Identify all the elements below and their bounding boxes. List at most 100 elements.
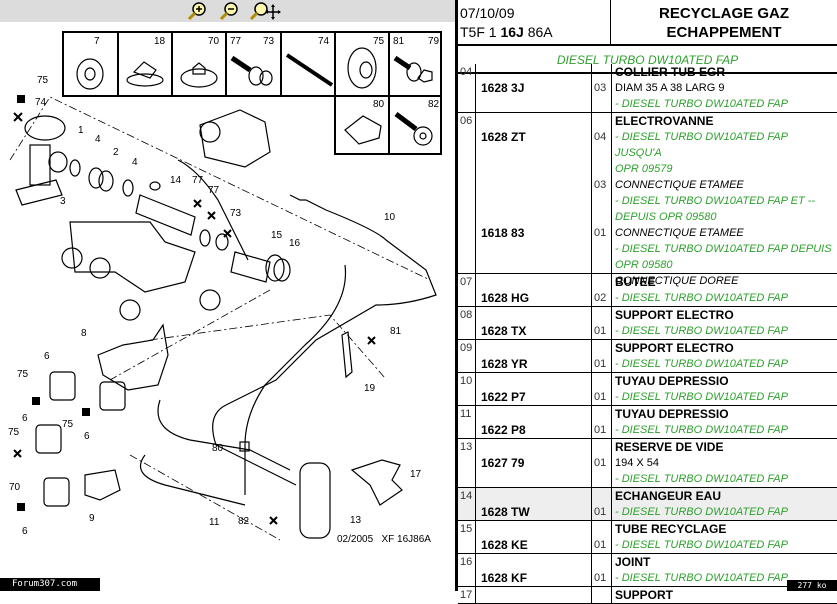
part-description-title: COLLIER TUB EGR [615,65,725,79]
quantity: 01 [594,391,607,403]
callout: 80 [212,443,224,454]
callout: 1 [78,125,84,136]
callout: 17 [410,469,422,480]
part-number[interactable]: 1628 KE [481,538,528,552]
clip-80 [344,115,382,145]
part-number[interactable]: 1628 KF [481,571,528,585]
row-ref-number: 09 [458,340,476,372]
part-detail: 194 X 54 [615,457,660,469]
callout: 11 [209,517,220,528]
table-row[interactable]: 10 1622 P7 01 TUYAU DEPRESSIO - DIESEL TURBO… [458,373,837,406]
callout: 75 [37,75,49,86]
diagram-viewer: 7 18 70 77 73 74 75 81 79 80 82 75 74 1 … [0,0,455,591]
zoom-in-button[interactable] [186,1,208,21]
callout: 16 [289,238,301,249]
callout: 4 [95,134,101,145]
callout: 81 [390,326,402,337]
part-number[interactable]: 1622 P8 [481,423,526,437]
part-number[interactable]: 1627 79 [481,456,525,470]
quantity: 01 [594,506,607,518]
row-ref-number: 13 [458,439,476,487]
clip-18 [132,61,157,79]
zoom-pan-button[interactable] [248,1,281,21]
inset-part-sketches [76,47,433,146]
part-number[interactable]: 1628 TX [481,324,527,338]
part-number[interactable]: 1628 ZT [481,130,526,144]
zoom-out-button[interactable] [218,1,240,21]
part-description-title: TUYAU DEPRESSIO [615,374,729,388]
quantity: 03 [594,179,607,191]
inset-label: 75 [373,36,385,47]
part-number[interactable]: 1618 83 [481,226,525,240]
seal-75 [347,47,377,89]
bolt-77 [230,55,252,73]
quantity: 01 [594,572,607,584]
exploded-parts-diagram: 7 18 70 77 73 74 75 81 79 80 82 75 74 1 … [8,31,442,545]
leader-dash-lines [9,96,431,541]
callout: 77 [192,175,204,186]
washer-70 [180,68,218,88]
main-drawing [15,109,437,539]
part-detail: DIAM 35 A 38 LARG 9 [615,82,725,94]
part-description-title: ELECTROVANNE [615,114,714,128]
inset-label: 18 [154,36,166,47]
row-ref-number: 06 [458,113,476,273]
file-size-badge: 277 ko [787,580,837,591]
row-ref-number: 15 [458,521,476,553]
quantity: 03 [594,82,607,94]
part-description-title: TUBE RECYCLAGE [615,522,727,536]
inset-label: 82 [428,99,440,110]
parts-list-pane: 07/10/09 T5F 1 16J 86A RECYCLAGE GAZ ECH… [458,0,837,604]
callout: 6 [44,351,50,362]
row-ref-number: 10 [458,373,476,405]
inset-label: 77 [230,36,242,47]
part-number[interactable]: 1628 3J [481,81,525,95]
row-ref-number: 14 [458,488,476,520]
inset-label: 70 [208,36,220,47]
part-number[interactable]: 1628 TW [481,505,530,519]
callout: 15 [271,230,283,241]
parts-inset-grid [62,31,442,155]
applicability-note: - DIESEL TURBO DW10ATED FAP [615,391,788,403]
applicability-note: DEPUIS OPR 09580 [615,211,717,223]
zoom-pan-icon [249,2,281,21]
callout: 75 [62,419,74,430]
zoom-out-icon [219,2,238,21]
part-number[interactable]: 1622 P7 [481,390,526,404]
row-ref-number: 07 [458,274,476,306]
part-number[interactable]: 1628 HG [481,291,530,305]
pane-divider[interactable] [455,0,458,591]
quantity: 02 [594,292,607,304]
parts-header: 07/10/09 T5F 1 16J 86A RECYCLAGE GAZ ECH… [458,0,837,46]
bolt-82 [394,112,418,131]
inset-label: 74 [318,36,330,47]
bolt-81 [393,55,412,71]
part-description-title: ECHANGEUR EAU [615,489,722,503]
callout: 6 [84,431,90,442]
inset-label: 73 [263,36,275,47]
applicability-note: - DIESEL TURBO DW10ATED FAP DEPUIS [615,243,832,255]
catalog-code: T5F 1 16J 86A [460,24,553,40]
part-description-title: TUYAU DEPRESSIO [615,407,729,421]
applicability-note: - DIESEL TURBO DW10ATED FAP [615,572,788,584]
grommet-7 [76,58,104,90]
callout: 4 [132,157,138,168]
part-description-title: SUPPORT ELECTRO [615,341,734,355]
callout: 3 [60,196,66,207]
callout: 10 [384,212,396,223]
part-number[interactable]: 1628 YR [481,357,528,371]
applicability-note: - DIESEL TURBO DW10ATED FAP [615,98,788,110]
callout: 6 [22,526,28,537]
